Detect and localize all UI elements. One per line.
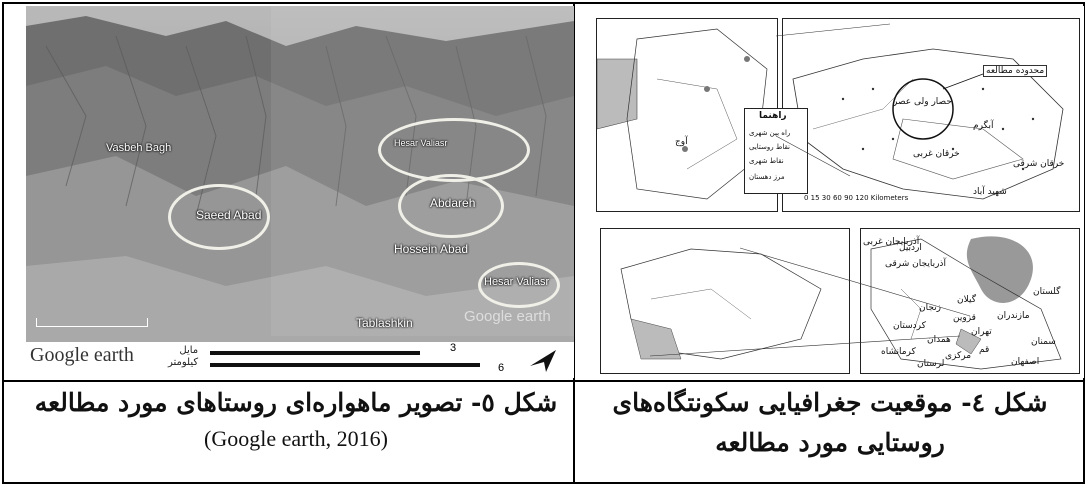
oval-saeed-abad	[168, 184, 270, 250]
caption-figure-4: شکل ٤- موقعیت جغرافیایی سکونتگاه‌های روس…	[576, 384, 1084, 462]
map-label-esfahan: اصفهان	[1011, 357, 1040, 367]
map-label-zanjan: زنجان	[919, 303, 942, 313]
label-tablashkin: Tablashkin	[356, 316, 413, 330]
row-divider	[2, 380, 1085, 382]
label-top-left: Vasbeh Bagh	[106, 142, 172, 154]
map-label-hamedan: همدان	[927, 335, 951, 345]
location-maps: آوج محدوده مطالعه حصار ولی عصر آبگرم خرق…	[590, 6, 1084, 378]
north-arrow-icon	[530, 350, 556, 372]
map-label-markazi: مرکزی	[945, 351, 972, 361]
caption-figure-5-source: (Google earth, 2016)	[204, 426, 388, 451]
map-label-kermanshah: کرمانشاه	[881, 347, 916, 357]
legend-road: راه بین شهری	[749, 129, 791, 137]
map-label-semnan: سمنان	[1031, 337, 1056, 347]
caption-figure-5-title: شکل ٥- تصویر ماهواره‌ای روستاهای مورد مط…	[34, 388, 558, 417]
legend-villages: نقاط روستایی	[749, 143, 790, 151]
map-label-azar-sharghi: آذربایجان شرقی	[885, 259, 946, 269]
watermark-google-earth: Google earth	[464, 308, 551, 325]
iran-map: اردبیل آذربایجان شرقی آذربایجان غربی گیل…	[860, 228, 1080, 374]
column-divider	[573, 2, 575, 484]
map-legend: راهنما راه بین شهری نقاط روستایی نقاط شه…	[744, 108, 808, 194]
map-scale-km: 0 15 30 60 90 120 Kilometers	[804, 194, 909, 202]
legend-title: راهنما	[759, 111, 787, 121]
oval-hesar-valiasr	[478, 262, 560, 308]
scale-bar	[36, 318, 148, 327]
legend-boundary: مرز دهستان	[749, 173, 785, 181]
label-abdareh: Abdareh	[430, 196, 476, 210]
caption-figure-5: شکل ٥- تصویر ماهواره‌ای روستاهای مورد مط…	[20, 384, 572, 456]
scale-value-3: 3	[450, 342, 457, 354]
caption-figure-4-line1: شکل ٤- موقعیت جغرافیایی سکونتگاه‌های	[612, 388, 1048, 417]
map-label-shahid-abad: شهید آباد	[973, 187, 1007, 197]
map-label-study-area: محدوده مطالعه	[983, 65, 1048, 77]
map-label-kharaghan-gharbi: خرقان غربی	[913, 149, 960, 159]
caption-figure-4-line2: روستایی مورد مطالعه	[715, 428, 945, 457]
label-hesar-valiasr: Hesar Valiasr	[484, 276, 550, 288]
province-map	[600, 228, 850, 374]
label-oval-upper: Hesar Valiasr	[394, 138, 448, 148]
map-label-abgarm: آبگرم	[973, 121, 994, 131]
map-label-tehran: تهران	[971, 327, 992, 337]
satellite-image: Vasbeh Bagh Hesar Valiasr Saeed Abad Abd…	[26, 6, 574, 378]
map-label-ardabil: اردبیل	[899, 243, 922, 253]
google-earth-logo: Google earth	[30, 344, 134, 366]
map-label-hesar: حصار ولی عصر	[893, 97, 952, 107]
figure-table-frame	[2, 2, 1085, 484]
scale-bar-km	[210, 363, 480, 367]
connector-lines	[649, 23, 971, 357]
legend-cities: نقاط شهری	[749, 157, 784, 165]
map-label-kharaghan-sharghi: خرقان شرقی	[1013, 159, 1065, 169]
map-label-lorestan: لرستان	[917, 359, 945, 369]
map-label-mazandaran: مازندران	[997, 311, 1030, 321]
oval-hesar-upper	[378, 118, 530, 182]
map-label-qazvin: قزوین	[953, 313, 976, 323]
main-study-map: محدوده مطالعه حصار ولی عصر آبگرم خرقان غ…	[782, 18, 1080, 212]
map-label-kordestan: کردستان	[893, 321, 926, 331]
scale-value-6: 6	[498, 362, 505, 374]
scale-bar-miles	[210, 351, 420, 355]
label-hossein-abad: Hossein Abad	[394, 242, 469, 256]
map-label-golestan: گلستان	[1033, 287, 1061, 297]
map-label-azar-gharbi: آذربایجان غربی	[863, 237, 920, 247]
oval-abdareh	[398, 174, 504, 238]
label-saeed-abad: Saeed Abad	[196, 208, 262, 222]
map-label-avaj: آوج	[675, 137, 688, 147]
map-label-qom: قم	[979, 345, 990, 355]
scale-label-fa: مایل کیلومتر	[168, 345, 199, 368]
map-label-gilan: گیلان	[957, 295, 976, 305]
